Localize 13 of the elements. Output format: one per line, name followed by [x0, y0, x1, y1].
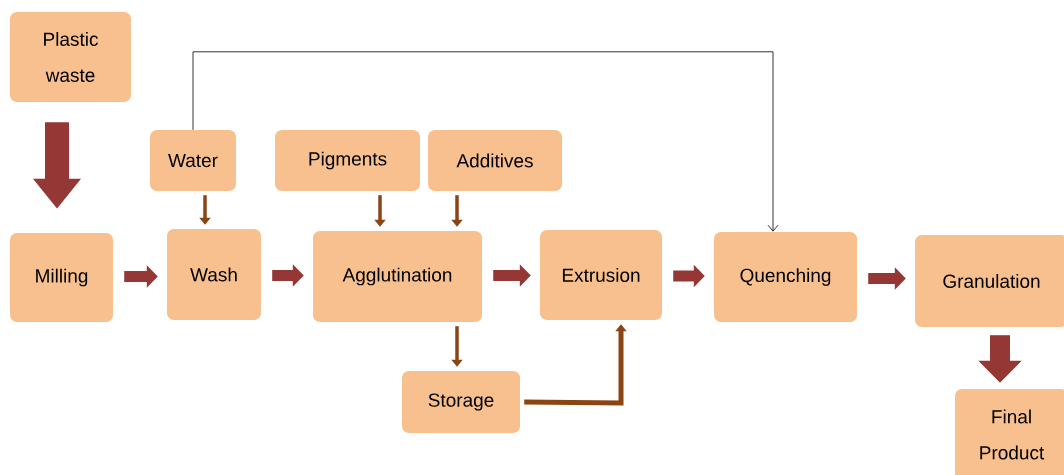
process-box: Water — [150, 130, 236, 191]
process-box: Quenching — [714, 232, 857, 322]
process-box: Agglutination — [313, 231, 482, 322]
arrow — [192, 51, 779, 232]
process-box: Granulation — [915, 235, 1064, 327]
process-box: Plastic waste — [10, 12, 131, 102]
process-box: Extrusion — [540, 230, 662, 320]
process-box: Final Product — [955, 389, 1064, 475]
process-box: Wash — [167, 229, 261, 320]
process-box: Milling — [10, 233, 113, 322]
process-box: Pigments — [275, 130, 420, 191]
process-box: Storage — [402, 371, 520, 433]
process-box: Additives — [428, 130, 562, 191]
